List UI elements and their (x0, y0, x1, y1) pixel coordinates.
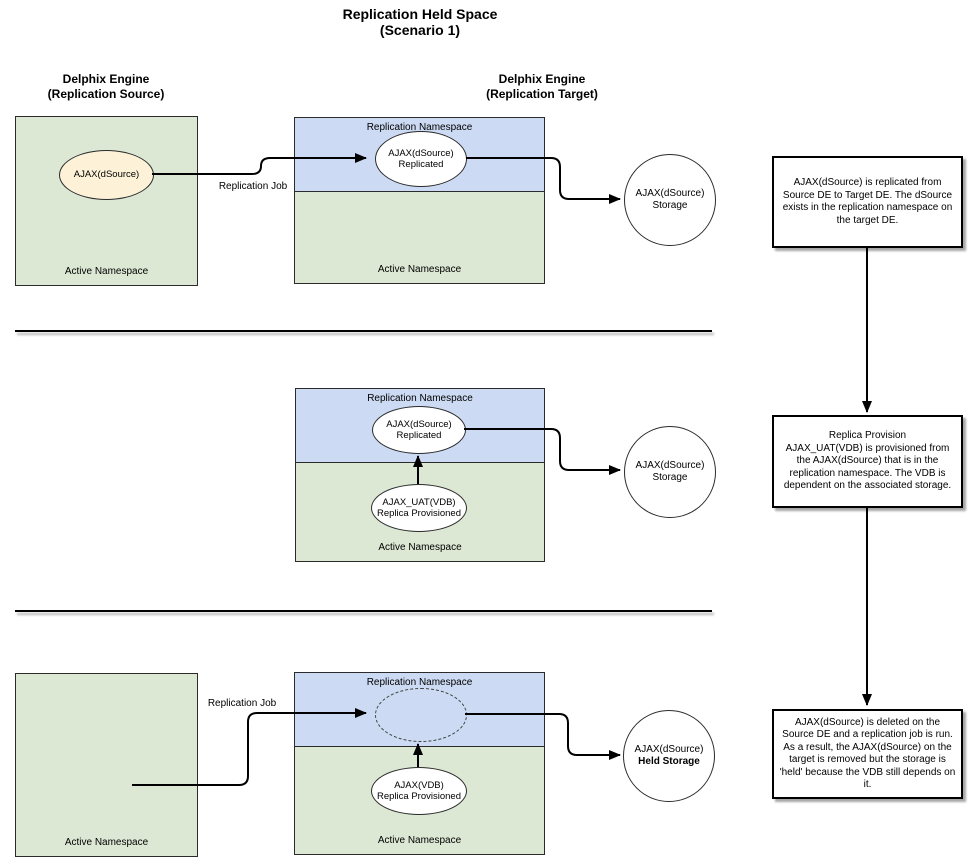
row2-note-text: Replica Provision AJAX_UAT(VDB) is provi… (783, 430, 952, 492)
row3-held-storage-line2: Held Storage (638, 756, 700, 767)
row3-held-storage-line1: AJAX(dSource) (634, 744, 704, 755)
row3-replication-job-label: Replication Job (207, 698, 277, 709)
diagram-title: Replication Held Space (Scenario 1) (342, 6, 498, 38)
row2-storage-circle: AJAX(dSource) Storage (624, 426, 716, 518)
row1-note-text: AJAX(dSource) is replicated from Source … (782, 177, 953, 226)
active-namespace-label: Active Namespace (64, 266, 149, 277)
row3-note-text: AJAX(dSource) is deleted on the Source D… (779, 716, 956, 791)
row1-note-box: AJAX(dSource) is replicated from Source … (772, 156, 963, 248)
row3-vdb-ellipse: AJAX(VDB) Replica Provisioned (371, 767, 467, 815)
row1-source-dsource-ellipse: AJAX(dSource) (59, 150, 154, 200)
row-divider-2 (15, 610, 712, 612)
active-namespace-label: Active Namespace (64, 837, 149, 848)
row3-held-storage-circle: AJAX(dSource) Held Storage (623, 710, 715, 802)
replication-namespace-label: Replication Namespace (366, 122, 473, 133)
active-namespace-label: Active Namespace (377, 264, 462, 275)
row3-source-active-namespace-box: Active Namespace (15, 673, 198, 857)
row3-deleted-dsource-dashed-ellipse (375, 688, 467, 742)
row1-active-namespace-section: Active Namespace (295, 192, 544, 283)
row2-vdb-ellipse: AJAX_UAT(VDB) Replica Provisioned (371, 484, 467, 532)
row1-source-active-namespace-box: Active Namespace (15, 116, 198, 286)
row1-storage-circle: AJAX(dSource) Storage (624, 154, 716, 246)
row1-replicated-dsource-ellipse: AJAX(dSource) Replicated (375, 131, 467, 187)
replication-namespace-label: Replication Namespace (367, 393, 473, 404)
active-namespace-label: Active Namespace (377, 835, 462, 846)
row3-note-box: AJAX(dSource) is deleted on the Source D… (772, 709, 963, 799)
replication-namespace-label: Replication Namespace (366, 677, 473, 688)
target-engine-header: Delphix Engine (Replication Target) (486, 72, 598, 101)
row2-note-box: Replica Provision AJAX_UAT(VDB) is provi… (772, 415, 963, 508)
row2-replicated-dsource-ellipse: AJAX(dSource) Replicated (372, 406, 466, 454)
row1-replication-job-label: Replication Job (218, 181, 288, 192)
source-engine-header: Delphix Engine (Replication Source) (47, 72, 165, 101)
row-divider-1 (15, 330, 712, 332)
active-namespace-label: Active Namespace (378, 542, 462, 553)
